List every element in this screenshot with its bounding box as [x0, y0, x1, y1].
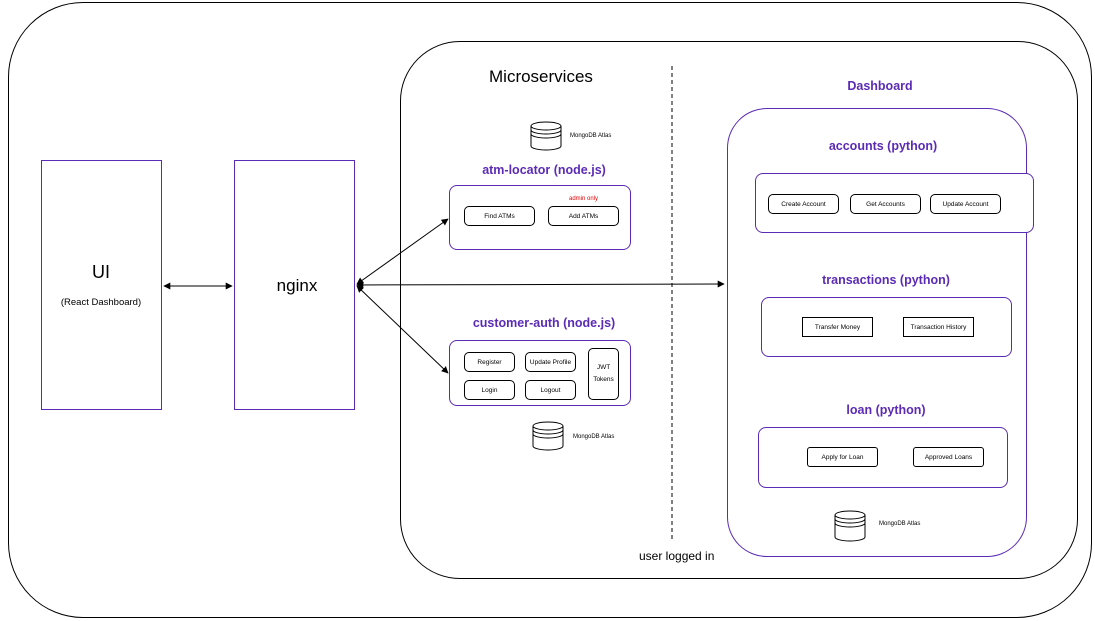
ui-box	[41, 160, 162, 410]
ui-subtitle: (React Dashboard)	[60, 297, 142, 308]
jwt-tokens-box: JWT Tokens	[588, 348, 619, 400]
apply-for-loan-button[interactable]: Apply for Loan	[807, 447, 878, 467]
dashboard-db-label: MongoDB Atlas	[879, 521, 921, 527]
loan-title: loan (python)	[846, 403, 926, 417]
update-profile-button[interactable]: Update Profile	[525, 352, 576, 372]
nginx-box	[234, 160, 355, 410]
atm-locator-title: atm-locator (node.js)	[482, 163, 606, 177]
login-button[interactable]: Login	[464, 380, 515, 400]
register-button[interactable]: Register	[464, 352, 515, 372]
microservices-heading: Microservices	[489, 67, 593, 86]
transactions-service	[761, 297, 1012, 357]
customer-auth-title: customer-auth (node.js)	[472, 316, 616, 330]
create-account-button[interactable]: Create Account	[768, 194, 839, 214]
customer-auth-db-label: MongoDB Atlas	[573, 434, 615, 440]
nginx-title: nginx	[276, 276, 318, 295]
dashboard-heading: Dashboard	[847, 79, 913, 93]
outer-container	[8, 2, 1092, 618]
atm-locator-database-icon	[530, 121, 562, 151]
transfer-money-button[interactable]: Transfer Money	[802, 317, 873, 337]
admin-only-note: admin only	[569, 196, 599, 202]
jwt-label: JWT	[596, 364, 611, 371]
atm-locator-db-label: MongoDB Atlas	[570, 133, 612, 139]
logout-button[interactable]: Logout	[525, 380, 576, 400]
update-account-button[interactable]: Update Account	[930, 194, 1001, 214]
user-logged-in-label: user logged in	[639, 549, 715, 563]
ui-title: UI	[92, 262, 110, 282]
tokens-label: Tokens	[593, 376, 614, 383]
find-atms-button[interactable]: Find ATMs	[464, 206, 535, 226]
approved-loans-button[interactable]: Approved Loans	[913, 447, 984, 467]
customer-auth-database-icon	[532, 421, 564, 451]
transactions-title: transactions (python)	[822, 273, 950, 287]
accounts-title: accounts (python)	[828, 139, 938, 153]
transaction-history-button[interactable]: Transaction History	[903, 317, 974, 337]
get-accounts-button[interactable]: Get Accounts	[850, 194, 921, 214]
dashboard-database-icon	[834, 510, 866, 542]
add-atms-button[interactable]: Add ATMs	[548, 206, 619, 226]
